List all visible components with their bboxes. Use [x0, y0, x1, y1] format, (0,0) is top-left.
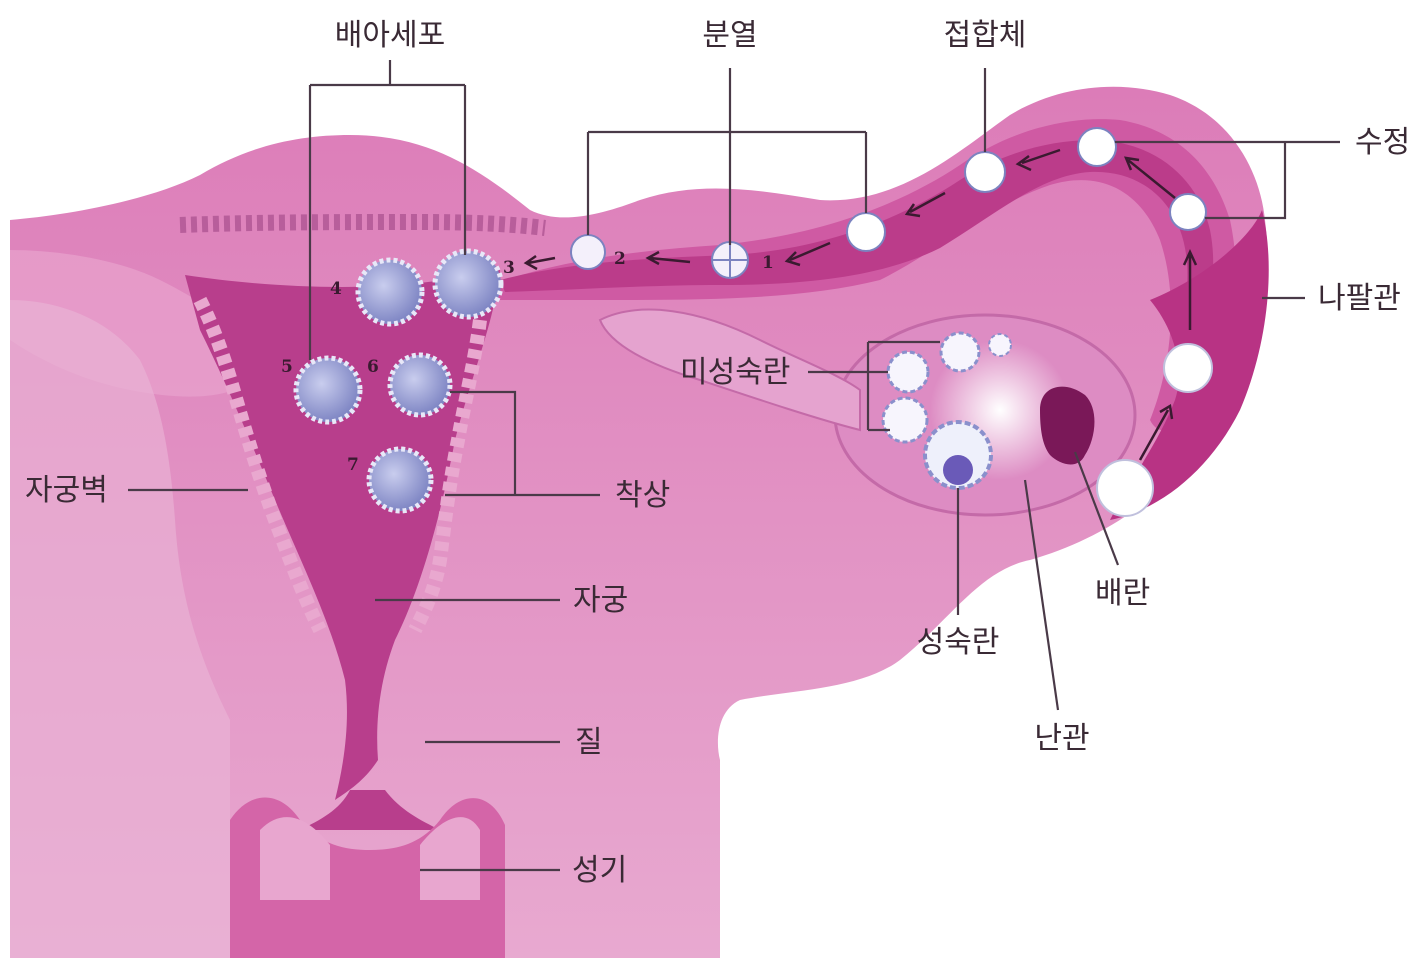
blastocyst-cell-3: [435, 251, 501, 317]
label-blastocyst: 배아세포: [335, 18, 445, 53]
label-cleavage: 분열: [702, 18, 757, 53]
label-uterine-wall: 자궁벽: [25, 473, 108, 508]
follicle-2: [941, 333, 979, 371]
blastocyst-cell-5: [296, 358, 360, 422]
stage-number-5: 5: [281, 357, 293, 377]
blastocyst-cell-4: [358, 260, 422, 324]
follicle-3: [989, 334, 1011, 356]
blastocyst-cell-6: [390, 355, 450, 415]
two-cell-stage: [847, 213, 885, 251]
stage-number-2: 2: [614, 249, 626, 269]
fertilized-egg: [1078, 128, 1116, 166]
released-ovum: [1097, 460, 1153, 516]
morula-cell-2: [571, 235, 605, 269]
label-fertilization: 수정: [1355, 125, 1410, 160]
label-genitalia: 성기: [572, 853, 627, 888]
stage-number-1: 1: [762, 253, 774, 273]
follicle-4: [883, 398, 927, 442]
label-implantation: 착상: [615, 478, 670, 513]
blastocyst-cell-7: [369, 449, 431, 511]
label-ovulation: 배란: [1095, 576, 1150, 611]
stage-number-7: 7: [347, 455, 359, 475]
label-vagina: 질: [575, 725, 603, 760]
label-oviduct: 나팔관: [1318, 281, 1401, 316]
label-mature-ovum: 성숙란: [917, 625, 1000, 660]
mature-follicle-antrum: [943, 455, 973, 485]
follicle-1: [888, 352, 928, 392]
label-uterus: 자궁: [573, 583, 628, 618]
fertilization-egg: [1170, 194, 1206, 230]
uterus-tissue: [10, 87, 1269, 958]
stage-number-6: 6: [367, 357, 379, 377]
stage-number-3: 3: [503, 258, 515, 278]
label-ovary: 난관: [1034, 721, 1089, 756]
ovum-in-fimbria: [1164, 344, 1212, 392]
label-zygote: 접합체: [944, 18, 1027, 53]
zygote-cell: [965, 152, 1005, 192]
stage-number-4: 4: [330, 279, 342, 299]
label-immature-ovum: 미성숙란: [680, 355, 790, 390]
